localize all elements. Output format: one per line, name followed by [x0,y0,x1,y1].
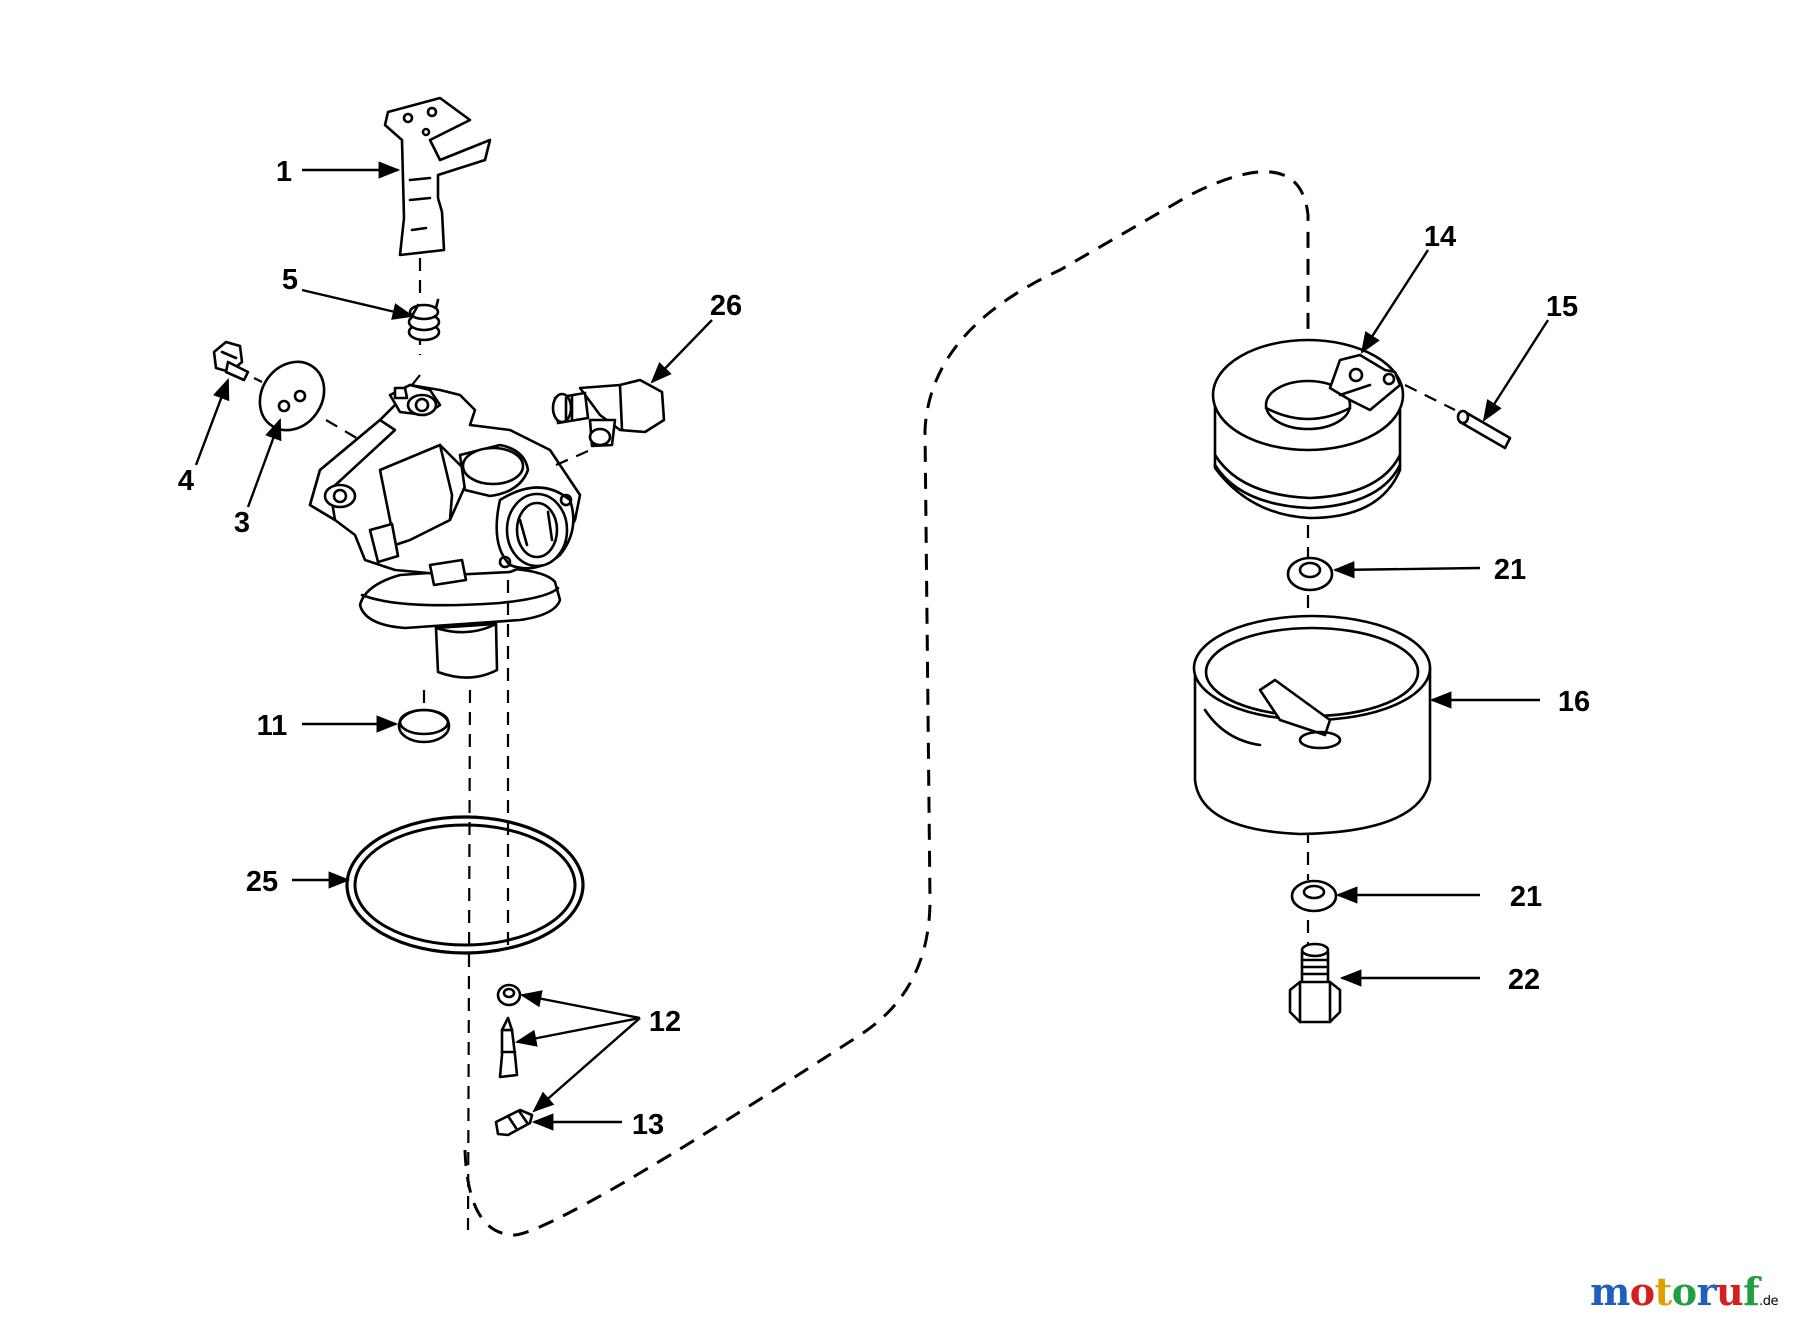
watermark-letter: f [1743,1269,1760,1314]
part-float-bowl-gasket [345,815,585,955]
callout-13: 13 [632,1109,664,1141]
watermark-letter: u [1716,1269,1744,1314]
part-float-pin [1456,409,1512,450]
part-spring [407,298,441,342]
part-fuel-elbow-fitting [551,378,666,448]
callout-26: 26 [710,290,742,322]
part-bowl-nut [1288,942,1342,1024]
watermark-letter: o [1629,1269,1655,1314]
part-screw [212,340,250,382]
callout-4: 4 [178,465,194,497]
callout-14: 14 [1424,221,1456,253]
leader-lines [194,161,1550,1131]
part-washer-lower [1290,879,1338,913]
callout-21-upper: 21 [1494,554,1526,586]
callout-16: 16 [1558,686,1590,718]
watermark-suffix: .de [1759,1294,1778,1309]
callout-12: 12 [649,1006,681,1038]
part-float-bowl [1192,614,1432,836]
watermark-letter: o [1671,1269,1697,1314]
watermark-letter: t [1654,1269,1673,1314]
part-carburetor-body [308,383,582,679]
watermark-letter: r [1696,1269,1717,1314]
callout-15: 15 [1546,291,1578,323]
callout-21-lower: 21 [1510,881,1542,913]
callout-25: 25 [246,866,278,898]
part-needle-clip [494,1108,534,1137]
callout-5: 5 [282,264,298,296]
callout-11: 11 [257,710,288,742]
part-throttle-shaft [383,96,492,257]
callout-1: 1 [276,156,292,188]
motoruf-watermark-logo: motoruf.de [1590,1269,1778,1314]
watermark-letter: m [1590,1269,1630,1314]
callout-3: 3 [234,507,250,539]
part-float [1211,338,1405,520]
assembly-connector-dashed-line [463,170,1310,1237]
part-choke-plate [258,360,326,432]
callout-22: 22 [1508,964,1540,996]
part-inlet-needle-set [496,983,522,1079]
part-welch-plug [397,708,451,744]
part-washer-upper [1286,556,1334,592]
